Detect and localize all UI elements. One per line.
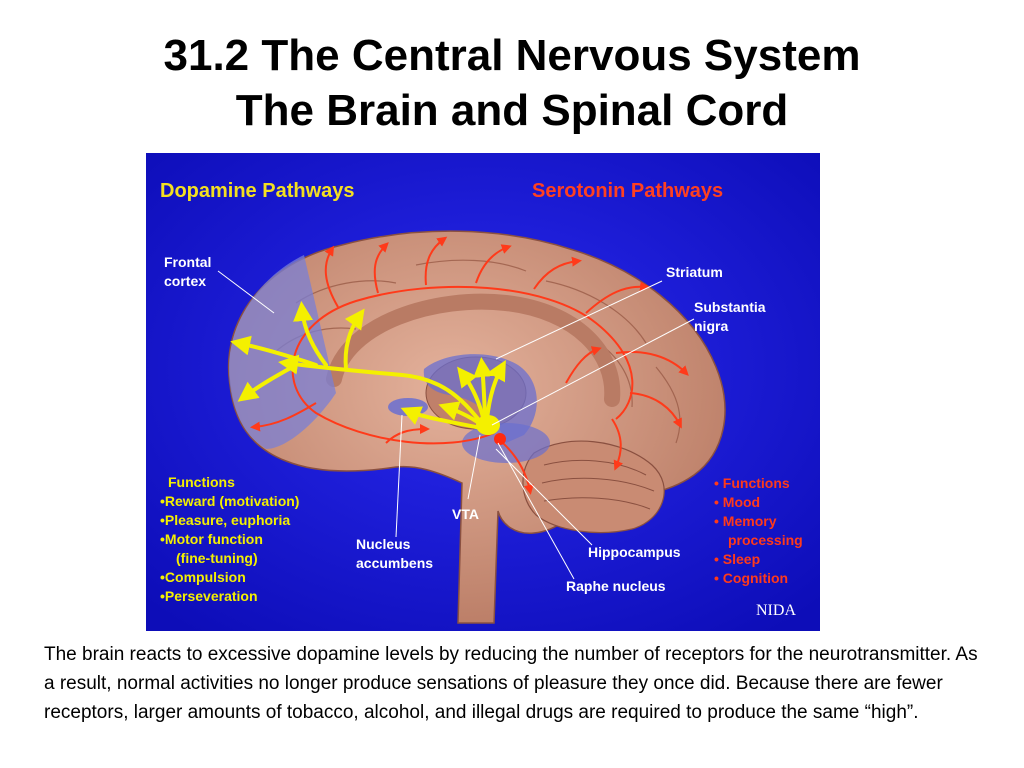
dopamine-functions-list: Functions •Reward (motivation) •Pleasure… bbox=[160, 474, 299, 604]
label-vta: VTA bbox=[452, 506, 479, 522]
dopamine-function-item: •Motor function bbox=[160, 531, 263, 547]
caption-text: The brain reacts to excessive dopamine l… bbox=[44, 644, 978, 723]
dopamine-heading: Dopamine Pathways bbox=[160, 180, 355, 202]
brain-pathways-figure: Dopamine Pathways Serotonin Pathways bbox=[146, 153, 820, 631]
slide-title: 31.2 The Central Nervous System The Brai… bbox=[0, 28, 1024, 138]
title-line-2: The Brain and Spinal Cord bbox=[235, 86, 789, 135]
dopamine-pathways bbox=[230, 301, 506, 431]
serotonin-pathways bbox=[250, 236, 689, 495]
cerebellum-folds bbox=[541, 459, 655, 510]
striatum-region bbox=[423, 354, 537, 443]
cerebellum bbox=[522, 440, 665, 534]
label-nucleus-accumbens-line1: Nucleus bbox=[356, 536, 411, 552]
serotonin-main-arc bbox=[291, 285, 634, 445]
label-frontal-cortex-line2: cortex bbox=[164, 273, 206, 289]
serotonin-function-item: • Memory bbox=[714, 513, 777, 529]
dopamine-function-item: •Reward (motivation) bbox=[160, 493, 299, 509]
serotonin-function-item: • Mood bbox=[714, 494, 760, 510]
label-nucleus-accumbens-line2: accumbens bbox=[356, 555, 433, 571]
dopamine-functions-title: Functions bbox=[168, 474, 235, 490]
label-substantia-nigra-line1: Substantia bbox=[694, 299, 766, 315]
label-striatum: Striatum bbox=[666, 264, 723, 280]
serotonin-functions-list: • Functions • Mood • Memory processing •… bbox=[714, 475, 803, 586]
dopamine-function-item: •Pleasure, euphoria bbox=[160, 512, 290, 528]
nucleus-accumbens-region bbox=[388, 398, 428, 416]
dopamine-function-item: •Compulsion bbox=[160, 569, 246, 585]
label-frontal-cortex-line1: Frontal bbox=[164, 254, 211, 270]
raphe-nucleus-dot bbox=[494, 433, 506, 445]
dopamine-function-item: (fine-tuning) bbox=[176, 550, 258, 566]
serotonin-heading: Serotonin Pathways bbox=[532, 180, 723, 202]
label-hippocampus: Hippocampus bbox=[588, 544, 681, 560]
vta-region bbox=[476, 415, 500, 435]
leader-lines bbox=[217, 270, 695, 580]
corpus-callosum bbox=[326, 293, 621, 407]
serotonin-function-item: processing bbox=[728, 532, 803, 548]
serotonin-functions-title: • Functions bbox=[714, 475, 790, 491]
dopamine-function-item: •Perseveration bbox=[160, 588, 258, 604]
label-raphe-nucleus: Raphe nucleus bbox=[566, 578, 666, 594]
nida-credit: NIDA bbox=[756, 602, 796, 619]
serotonin-function-item: • Sleep bbox=[714, 551, 760, 567]
brain-diagram: Dopamine Pathways Serotonin Pathways bbox=[146, 153, 820, 631]
label-substantia-nigra-line2: nigra bbox=[694, 318, 728, 334]
title-line-1: 31.2 The Central Nervous System bbox=[163, 31, 861, 80]
serotonin-function-item: • Cognition bbox=[714, 570, 788, 586]
